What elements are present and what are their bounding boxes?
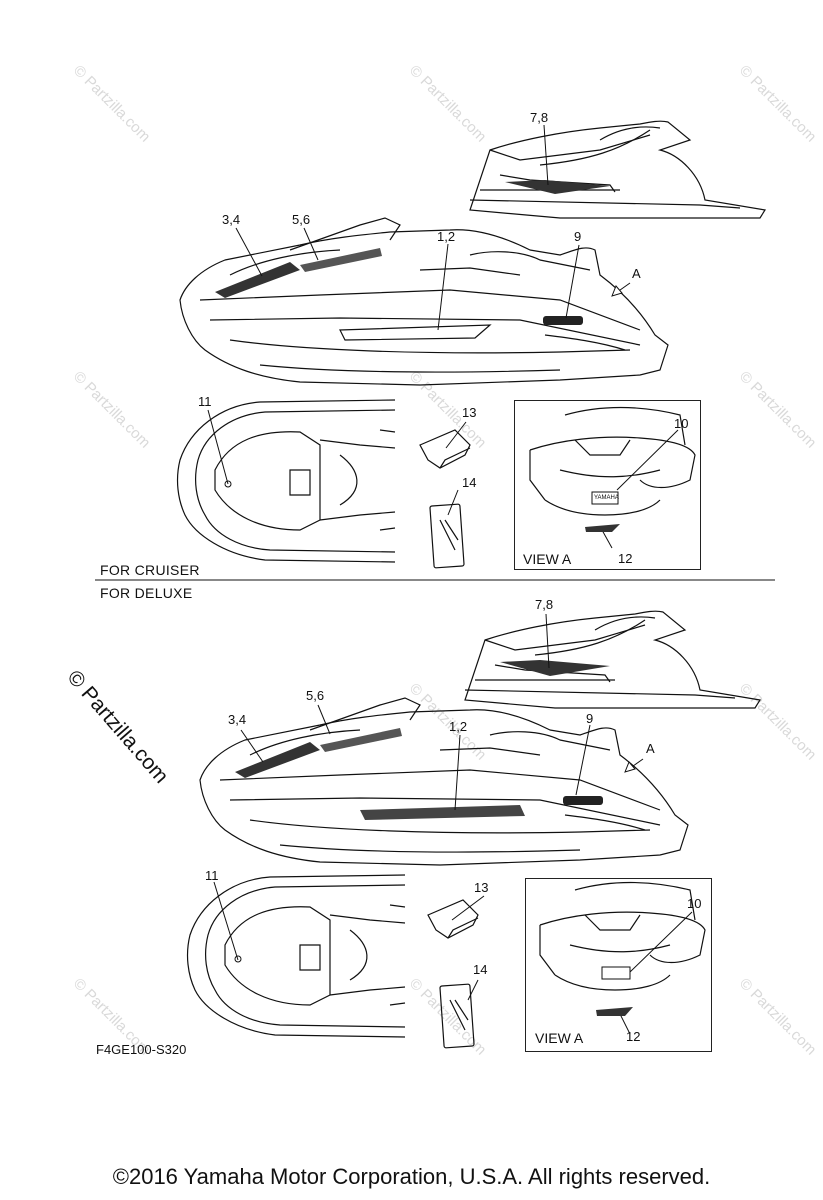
callout-10: 10 <box>674 416 689 431</box>
top-view-drawing <box>176 399 396 563</box>
decal-3-4-stripe <box>215 262 300 298</box>
callout-12: 12 <box>618 551 633 566</box>
callout-3-4: 3,4 <box>222 212 241 227</box>
callout-9: 9 <box>586 711 594 726</box>
callout-9: 9 <box>574 229 582 244</box>
diagram-code: F4GE100-S320 <box>96 1042 187 1057</box>
callout-1-2: 1,2 <box>449 719 468 734</box>
callout-11: 11 <box>205 868 219 883</box>
main-hull-drawing <box>179 217 669 386</box>
deluxe-card-14-drawing <box>439 983 475 1049</box>
callout-13: 13 <box>474 880 489 895</box>
decal-11-point <box>224 480 232 488</box>
callout-13: 13 <box>462 405 477 420</box>
decal-7-8-stripe <box>505 180 610 194</box>
deluxe-rear-hull-drawing <box>464 610 761 709</box>
deluxe-main-hull-drawing <box>199 697 689 866</box>
callout-14: 14 <box>473 962 488 977</box>
callout-view-a: A <box>632 266 641 281</box>
sheet-13-drawing <box>419 429 471 469</box>
decal-9-emblem <box>543 316 583 325</box>
callout-5-6: 5,6 <box>306 688 325 703</box>
decal-5-6-stripe <box>300 248 382 272</box>
view-a-arrow-deluxe <box>624 761 636 773</box>
view-a-panel-cruiser <box>514 400 701 570</box>
callout-12: 12 <box>626 1029 641 1044</box>
cruiser-leader-lines <box>207 124 679 549</box>
section-label-deluxe: FOR DELUXE <box>100 585 193 601</box>
decal-10-badge <box>591 491 619 505</box>
callout-5-6: 5,6 <box>292 212 311 227</box>
card-14-drawing <box>429 503 465 569</box>
deluxe-leader-lines <box>213 613 693 1035</box>
callout-3-4: 3,4 <box>228 712 247 727</box>
callout-7-8: 7,8 <box>530 110 549 125</box>
rear-hull-drawing <box>469 120 766 219</box>
callout-view-a: A <box>646 741 655 756</box>
decal-1-2-graphic <box>339 324 492 341</box>
callout-1-2: 1,2 <box>437 229 456 244</box>
callout-14: 14 <box>462 475 477 490</box>
callout-11: 11 <box>198 394 212 409</box>
view-a-panel-deluxe <box>525 878 712 1052</box>
deluxe-top-view-drawing <box>186 874 406 1038</box>
decal-12-logo <box>585 524 620 532</box>
callout-7-8: 7,8 <box>535 597 554 612</box>
view-a-label: VIEW A <box>523 551 572 567</box>
section-label-cruiser: FOR CRUISER <box>100 562 200 578</box>
view-a-label: VIEW A <box>535 1030 584 1046</box>
copyright-notice: ©2016 Yamaha Motor Corporation, U.S.A. A… <box>112 1164 711 1189</box>
callout-10: 10 <box>687 896 702 911</box>
yamaha-badge-text: YAMAHA <box>594 495 619 501</box>
